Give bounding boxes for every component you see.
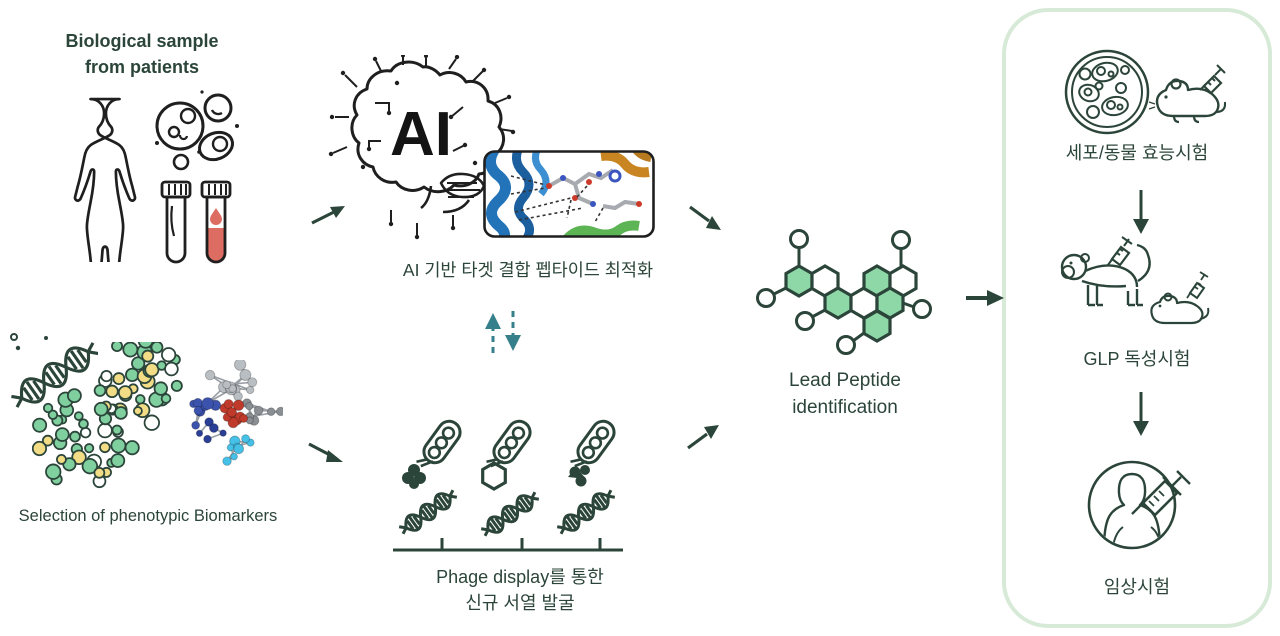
phage-display-line1: Phage display를 통한	[436, 567, 604, 587]
arrow-ai-to-lead	[706, 216, 721, 230]
phage-binder-blob	[568, 465, 590, 487]
lead-peptide-label: Lead Peptide identification	[745, 367, 945, 421]
clinical-trial-icon	[1087, 460, 1191, 550]
dna-icon	[8, 333, 98, 416]
arrow-biomarker-to-phage	[326, 450, 343, 462]
phage-display-line2: 신규 서열 발굴	[465, 593, 575, 613]
monkey-mouse-syringe-icon	[1060, 236, 1210, 325]
lead-peptide-icon	[756, 229, 932, 355]
phage-binder-hexagon	[481, 461, 507, 491]
lead-peptide-line2: identification	[792, 397, 898, 418]
ai-text: AI	[390, 100, 452, 169]
arrow-phage-to-lead	[704, 425, 719, 439]
protein-binding-image	[483, 150, 655, 238]
step-clinical-label: 임상시험	[1103, 577, 1171, 597]
phage-display-icon	[393, 415, 623, 552]
phage-binder-clover	[402, 464, 426, 489]
biological-sample-line1: Biological sample	[65, 31, 219, 51]
biological-sample-label: Biological sample from patients	[27, 28, 257, 80]
feedback-arrows	[491, 311, 515, 353]
human-body-icon	[73, 97, 137, 262]
molecule-cluster-icon	[32, 342, 183, 489]
preclinical-panel	[1002, 8, 1272, 628]
step-efficacy-label: 세포/동물 효능시험	[1065, 143, 1209, 163]
step-glp-label: GLP 독성시험	[1083, 349, 1191, 369]
ai-optimization-label: AI 기반 타겟 결합 펩타이드 최적화	[402, 260, 654, 280]
phage-display-label: Phage display를 통한 신규 서열 발굴	[395, 564, 645, 616]
ai-brain-icon: AI	[328, 55, 516, 240]
petri-dish-icon	[1064, 49, 1150, 135]
mouse-syringe-icon	[1148, 64, 1226, 124]
test-tubes-icon	[160, 180, 232, 264]
biomarkers-label: Selection of phenotypic Biomarkers	[18, 507, 278, 525]
lead-peptide-line1: Lead Peptide	[789, 370, 901, 391]
biological-sample-line2: from patients	[84, 57, 199, 77]
protein-ball-stick-icon	[189, 360, 283, 466]
cells-icon	[155, 90, 239, 171]
